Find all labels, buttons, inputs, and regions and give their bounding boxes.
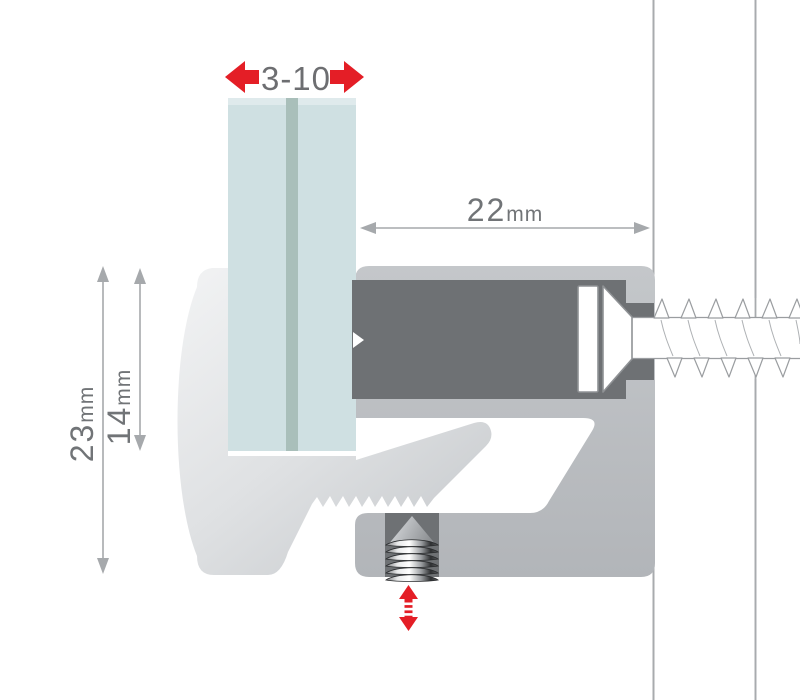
dim-arrowhead-left — [360, 222, 376, 234]
thickness-arrow-right-icon — [330, 61, 364, 93]
dim-arrowhead-bottom — [134, 435, 146, 451]
dim-arrowhead-top — [97, 266, 109, 282]
dim-arrowhead-right — [634, 222, 650, 234]
glass-panel-group — [228, 98, 357, 456]
screw-helix-lines — [660, 319, 800, 357]
dim-height-label: 23mm — [64, 386, 100, 463]
grub-screw-group — [385, 513, 439, 582]
dim-arrowhead-top — [134, 268, 146, 284]
glass-bottom-gap — [228, 451, 357, 456]
dim-arrowhead-bottom — [97, 558, 109, 574]
mounting-screw — [632, 298, 800, 378]
glass-laminate-line — [286, 98, 298, 453]
dim-overall-height: 23mm — [64, 266, 109, 574]
thickness-range-label: 3-10 — [261, 60, 331, 97]
thickness-arrow-left-icon — [225, 61, 259, 93]
countersunk-screw-head — [577, 285, 633, 393]
grub-adjust-arrow-icon — [399, 585, 418, 631]
arrow-dash-gaps — [403, 602, 414, 616]
dim-depth-label: 22mm — [467, 192, 544, 228]
grub-screw — [385, 539, 439, 582]
dim-grip-label: 14mm — [101, 369, 137, 446]
glass-edge-pointer-icon — [353, 332, 364, 348]
thickness-range-group: 3-10 — [225, 60, 364, 97]
grub-screw-point — [387, 516, 437, 546]
dim-glass-grip: 14mm — [101, 268, 146, 451]
dim-depth: 22mm — [360, 192, 650, 234]
